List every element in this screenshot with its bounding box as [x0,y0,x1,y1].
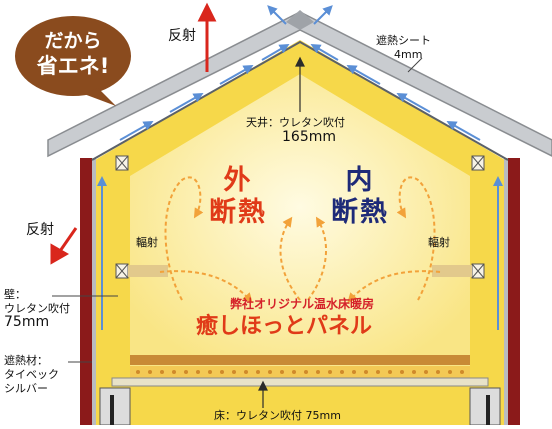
roof-ridge [286,10,314,30]
leader-lines [52,57,423,363]
floor-board [130,355,470,365]
left-wall-cladding [80,158,92,425]
heating-panel-strip [130,366,470,378]
heat-sheet-label: 遮熱シート [376,34,431,47]
badge-line-2: 省エネ! [36,54,110,78]
beam-left [128,265,168,277]
floor-frame [111,377,489,387]
interior-room [130,74,470,370]
radiant-right-label: 輻射 [428,236,450,249]
outer-insulation-title-1: 外 [223,165,253,196]
inner-insulation-title-2: 断熱 [331,197,389,228]
ceiling-thickness-arrow [295,56,305,112]
badge-line-1: だから [44,30,102,52]
heating-panel-dots [136,370,464,374]
floor-thickness-arrow [258,380,268,408]
panel-name: 癒しほっとパネル [196,314,373,339]
floor-label: 床：ウレタン吹付 75mm [214,409,341,422]
radiant-left-label: 輻射 [136,236,158,249]
panel-caption: 弊社オリジナル温水床暖房 [230,297,375,311]
stud-marks [115,155,485,279]
outer-insulation-title-2: 断熱 [209,197,267,228]
savings-badge: だから 省エネ! [14,14,132,98]
wall-thickness: 75mm [4,314,50,330]
wall-label-2: ウレタン吹付 [4,302,70,315]
barrier-label-1: 遮熱材： [4,354,48,367]
inner-insulation-title-1: 内 [345,165,375,196]
wall-label-1: 壁： [4,288,26,301]
badge-bubble [15,16,131,106]
right-wall-barrier [504,158,508,425]
reflection-arrows [50,2,217,265]
roof-air-arrows [97,5,503,330]
ceiling-label: 天井：ウレタン吹付 [246,116,345,129]
left-wall-barrier [92,158,96,425]
heat-shield-sheet [91,40,509,161]
ceiling-thickness: 165mm [282,129,336,145]
right-wall-cladding [508,158,520,425]
barrier-label-3: シルバー [4,382,48,395]
barrier-label-2: タイベック [4,368,59,381]
heat-sheet-thickness: 4mm [394,48,423,61]
reflect-left-label: 反射 [26,222,54,238]
radiant-swirls [159,176,441,303]
foundation [99,387,501,426]
reflect-top-label: 反射 [168,28,196,44]
beam-right [432,265,472,277]
